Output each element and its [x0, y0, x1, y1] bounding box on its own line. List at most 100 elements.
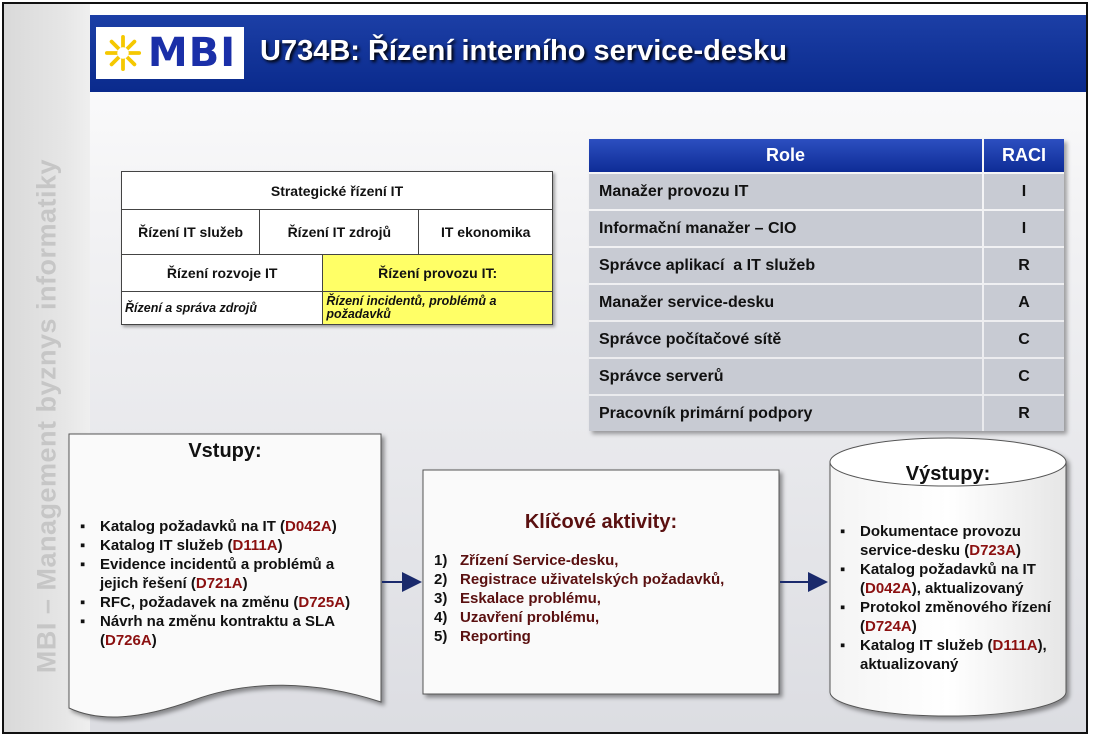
item-text: Zřízení Service-desku, [460, 552, 619, 569]
raci-header-row: Role RACI [589, 139, 1064, 172]
raci-value: R [984, 248, 1064, 283]
item-end: ) [331, 518, 337, 535]
outputs-title: Výstupy: [905, 463, 991, 485]
bullet: ▪ [80, 537, 86, 554]
item-text: Protokol změnového řízení ( [860, 599, 1051, 635]
raci-value: C [984, 359, 1064, 394]
item-text: Evidence incidentů a problémů a jejich ř… [100, 556, 335, 592]
raci-value: I [984, 211, 1064, 246]
item-end: ), aktualizovaný [911, 580, 1024, 597]
sidebar-vertical-text: MBI – Management byznys informatiky [31, 158, 62, 674]
raci-role: Správce serverů [589, 359, 982, 394]
activities-list: 1) Zřízení Service-desku, 2) Registrace už… [434, 551, 774, 646]
inputs-list: ▪ Katalog požadavků na IT (D042A) ▪ Katalo… [80, 517, 372, 650]
item-text: Katalog požadavků na IT ( [100, 518, 286, 535]
framework-cell-it-resources: Řízení IT zdrojů [259, 209, 420, 255]
sun-icon [104, 34, 141, 72]
item-text: Eskalace problému, [460, 590, 601, 607]
framework-cell-it-development: Řízení rozvoje IT [120, 254, 324, 292]
list-item: 5) Reporting [434, 627, 774, 646]
item-end: ), aktualizovaný [860, 637, 1047, 673]
outputs-list: ▪ Dokumentace provozu service-desku (D723… [840, 522, 1066, 674]
raci-role: Informační manažer – CIO [589, 211, 982, 246]
bullet: ▪ [840, 637, 846, 654]
list-item: ▪Katalog IT služeb (D111A) [80, 536, 372, 555]
page-title: U734B: Řízení interního service-desku [260, 35, 787, 67]
inputs-title: Vstupy: [188, 440, 262, 462]
framework-cell-it-economics: IT ekonomika [418, 209, 553, 255]
item-text: Návrh na změnu kontraktu a SLA ( [100, 613, 335, 649]
item-text: Katalog IT služeb ( [860, 637, 993, 654]
item-code: D042A [865, 580, 912, 597]
raci-role: Manažer service-desku [589, 285, 982, 320]
item-end: ) [1015, 542, 1021, 559]
item-end: ) [345, 594, 351, 611]
list-item: ▪ RFC, požadavek na změnu (D725A) [80, 593, 372, 612]
item-code: D723A [969, 542, 1016, 559]
logo-text: MBI [147, 30, 237, 76]
bullet: ▪ [80, 613, 86, 630]
raci-role: Správce počítačové sítě [589, 322, 982, 357]
raci-value: I [984, 174, 1064, 209]
item-text: RFC, požadavek na změnu ( [100, 594, 299, 611]
raci-value: A [984, 285, 1064, 320]
item-code: D726A [105, 632, 152, 649]
logo: MBI [96, 27, 244, 79]
list-item: ▪ Evidence incidentů a problémů a jejich … [80, 555, 372, 593]
framework-cell-it-operations: Řízení provozu IT: [322, 254, 553, 292]
raci-value: C [984, 322, 1064, 357]
framework-cell-it-services: Řízení IT služeb [120, 209, 261, 255]
list-item: ▪ Dokumentace provozu service-desku (D723… [840, 522, 1066, 560]
bullet: ▪ [80, 594, 86, 611]
item-code: D042A [285, 518, 332, 535]
raci-header-raci: RACI [984, 139, 1064, 172]
item-text: Registrace uživatelských požadavků, [460, 571, 725, 588]
raci-role: Správce aplikací a IT služeb [589, 248, 982, 283]
list-item: ▪ Návrh na změnu kontraktu a SLA (D726A) [80, 612, 372, 650]
item-end: ) [277, 537, 283, 554]
bullet: ▪ [840, 599, 846, 616]
list-item: 2) Registrace uživatelských požadavků, [434, 570, 774, 589]
item-text: Katalog IT služeb ( [100, 537, 233, 554]
item-code: D724A [865, 618, 912, 635]
bullet: ▪ [840, 561, 846, 578]
item-number: 5) [434, 628, 448, 645]
list-item: 1) Zřízení Service-desku, [434, 551, 774, 570]
item-text: Dokumentace provozu service-desku ( [860, 523, 1021, 559]
raci-header-role: Role [589, 139, 982, 172]
item-number: 4) [434, 609, 448, 626]
raci-role: Pracovník primární podpory [589, 396, 982, 431]
item-text: Katalog požadavků na IT ( [860, 561, 1036, 597]
activities-title: Klíčové aktivity: [524, 511, 678, 533]
item-text: Reporting [460, 628, 531, 645]
it-framework-table: Strategické řízení IT Řízení IT služeb Ř… [120, 171, 553, 325]
list-item: ▪Katalog IT služeb (D111A), aktualizovan… [840, 636, 1066, 674]
item-number: 2) [434, 571, 448, 588]
item-code: D725A [298, 594, 346, 611]
bullet: ▪ [840, 523, 846, 540]
item-end: ) [151, 632, 157, 649]
raci-role: Manažer provozu IT [589, 174, 982, 209]
bullet: ▪ [80, 518, 86, 535]
item-number: 3) [434, 590, 448, 607]
list-item: ▪ Katalog požadavků na IT (D042A) [80, 517, 372, 536]
list-item: 3) Eskalace problému, [434, 589, 774, 608]
list-item: ▪ Protokol změnového řízení (D724A) [840, 598, 1066, 636]
item-number: 1) [434, 552, 448, 569]
item-end: ) [911, 618, 917, 635]
item-code: D721A [195, 575, 243, 592]
framework-cell-strategic: Strategické řízení IT [121, 171, 553, 210]
framework-cell-incident-mgmt: Řízení incidentů, problémů a požadavků [322, 291, 553, 325]
bullet: ▪ [80, 556, 86, 573]
item-text: Uzavření problému, [460, 609, 600, 626]
list-item: ▪ Katalog požadavků na IT (D042A), aktual… [840, 560, 1066, 598]
